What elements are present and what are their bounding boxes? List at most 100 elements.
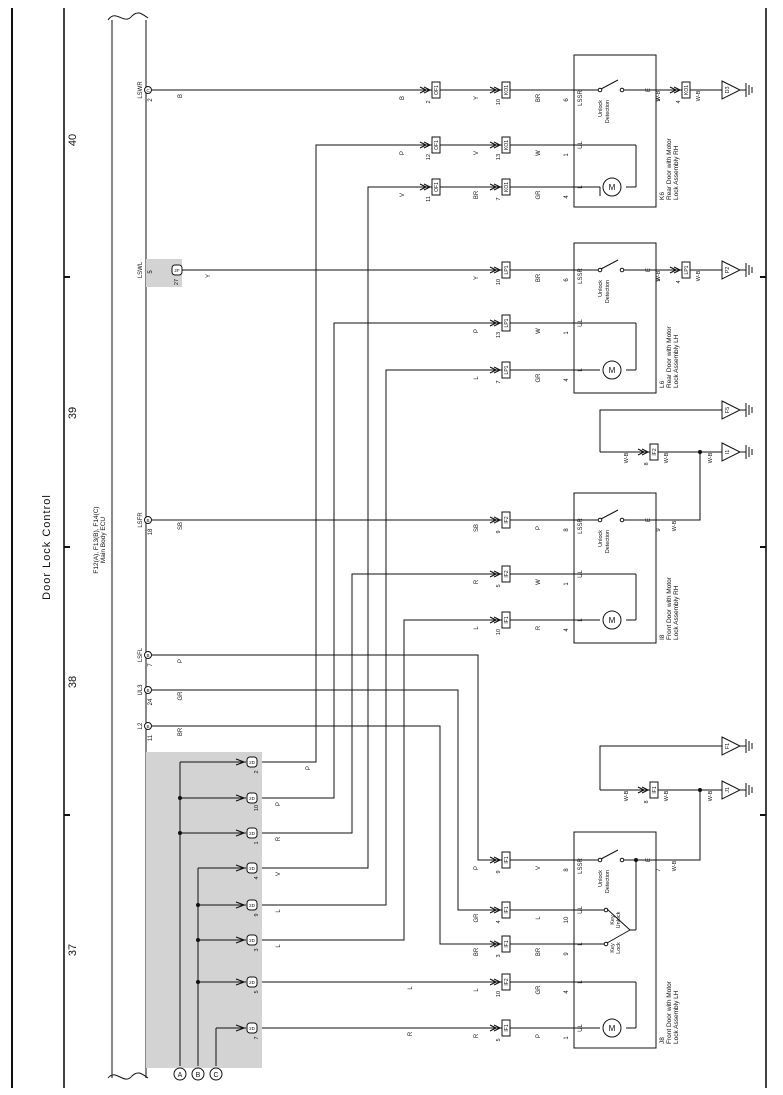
- ground-id: P2: [725, 267, 731, 274]
- wire-color: GR: [536, 985, 542, 995]
- ecu-lower-pin-number: 3: [254, 948, 260, 951]
- l6-unlock-switch: [574, 259, 656, 273]
- j8-motor: M: [574, 981, 637, 1038]
- module-pin: 7: [656, 868, 662, 872]
- ecu-pin-lswr: C LSWR 2: [138, 81, 154, 102]
- inline-connector-id: LP1: [504, 318, 510, 327]
- ecu-pin-l2: B L2 11: [138, 722, 154, 741]
- svg-text:B: B: [196, 1072, 201, 1079]
- j8-term-e: E: [646, 858, 652, 862]
- bus-label-a: A: [173, 1067, 187, 1081]
- ecu-lower-pin-number: 5: [254, 990, 260, 993]
- k6-code: K6: [659, 192, 666, 200]
- module-pin: 1: [564, 331, 570, 335]
- svg-text:2D: 2D: [249, 1026, 256, 1031]
- inline-connector-pin: 9: [496, 870, 502, 873]
- module-pin: 6: [564, 98, 570, 102]
- wire-color: R: [536, 625, 542, 630]
- svg-text:2D: 2D: [249, 796, 256, 801]
- inline-connector-pin: 12: [426, 154, 432, 160]
- svg-text:LSWR: LSWR: [138, 81, 144, 99]
- ecu-lower-pin: 2D1: [235, 827, 260, 845]
- inline-connector-pin: 9: [496, 530, 502, 533]
- wire-color: L: [474, 626, 480, 630]
- k6-name-1: Rear Door with Motor: [666, 137, 673, 200]
- i8-unlock-switch: [574, 509, 656, 523]
- svg-text:2D: 2D: [249, 938, 256, 943]
- k6-term-lssr: LSSR: [578, 90, 584, 106]
- j8-term-ul-key: UL: [578, 906, 584, 914]
- ecu-lower-pin: 2D5: [235, 976, 260, 994]
- module-pin: 9: [656, 98, 662, 102]
- ecu-lower-pin: 2D4: [235, 862, 260, 880]
- inline-connector-id: IF1: [504, 940, 510, 947]
- wire-color: GR: [474, 913, 480, 923]
- inline-connector-pin: 10: [496, 279, 502, 285]
- module-pin: 9: [564, 952, 570, 956]
- wire-color-lower-3: R: [276, 836, 282, 841]
- svg-text:C: C: [213, 1072, 218, 1079]
- wire-color: W-B: [624, 452, 630, 463]
- wire-color-lower-8: R: [408, 1031, 414, 1036]
- j8-term-l: L: [578, 980, 584, 984]
- wire-color-l2: BR: [178, 727, 184, 736]
- j8-term-lssr: LSSR: [578, 858, 584, 874]
- inline-connector-id: IF1: [504, 616, 510, 623]
- inline-connector-pin: 7: [496, 380, 502, 383]
- ecu-lower-pin: 2D 3: [235, 934, 260, 952]
- module-pin: 4: [564, 990, 570, 994]
- ground-connector-id: IF1: [652, 786, 658, 793]
- wire-color: V: [474, 151, 480, 155]
- wire-color: W: [536, 328, 542, 334]
- wire-color: P: [400, 151, 406, 155]
- page-number-40: 40: [67, 134, 79, 146]
- wire-color-lower-4: V: [276, 872, 282, 876]
- wire-color: W-B: [624, 790, 630, 801]
- j8-term-l-key: L: [578, 942, 584, 946]
- bus-label-c: C: [209, 1067, 223, 1081]
- wire-color-lower-1: P: [306, 766, 312, 770]
- j8-key-lock-label: Key: [610, 943, 616, 953]
- j8-unlock-switch: [574, 849, 656, 930]
- inline-connector-pin: 2: [426, 100, 432, 103]
- wire-color: BR: [536, 947, 542, 956]
- svg-text:M: M: [609, 183, 616, 192]
- module-pin: 4: [564, 628, 570, 632]
- wire-color: BR: [474, 947, 480, 956]
- ecu-lower-pin-number: 4: [254, 876, 260, 879]
- module-pin: 6: [564, 278, 570, 282]
- wire-color: W-B: [672, 860, 678, 871]
- svg-text:A: A: [178, 1072, 183, 1079]
- wire-color: W-B: [696, 270, 702, 281]
- wire-color-ul3: GR: [178, 691, 184, 701]
- ecu-lower-pin-number: 7: [254, 1036, 260, 1039]
- ground-icon: I1: [721, 442, 753, 462]
- i8-term-ul: UL: [578, 570, 584, 578]
- k6-term-ul: UL: [578, 141, 584, 149]
- ground-icon: D3: [721, 80, 753, 100]
- wire-color: BR: [536, 273, 542, 282]
- ground-connector-id: KO1: [684, 85, 690, 95]
- ecu-name-label: Main Body ECU: [100, 517, 107, 564]
- inline-connector-id: OF1: [434, 85, 440, 95]
- module-pin: 8: [564, 868, 570, 872]
- wire-color-lsfr: SB: [178, 522, 184, 530]
- i8-term-l: L: [578, 618, 584, 622]
- wire-color: W: [536, 579, 542, 585]
- inline-connector-id: IF1: [504, 906, 510, 913]
- wire-color-lower-6: L: [276, 944, 282, 948]
- wire-color: W-B: [708, 452, 714, 463]
- i8-switch-label: Unlock: [598, 530, 604, 547]
- ecu-pin-ul3: B UL3 24: [138, 684, 154, 706]
- wire-color-lower-7: L: [408, 986, 414, 990]
- svg-text:LSWL: LSWL: [138, 261, 144, 278]
